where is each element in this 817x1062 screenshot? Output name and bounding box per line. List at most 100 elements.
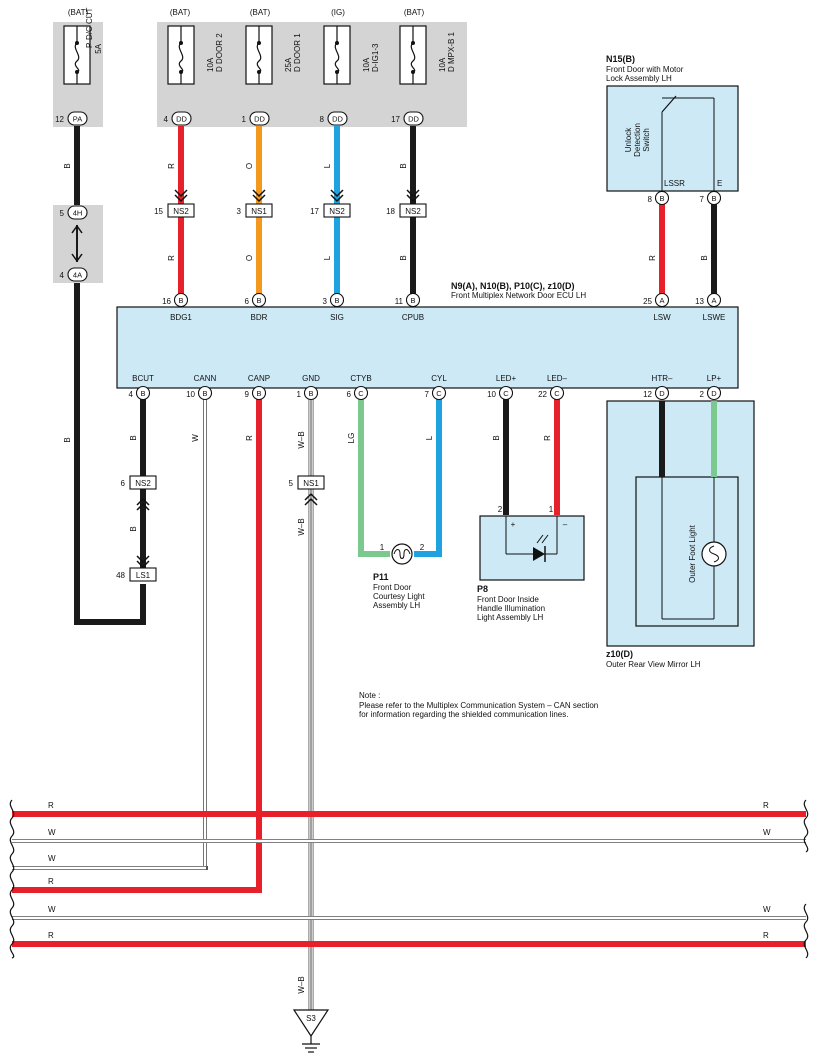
svg-text:W–B: W–B (297, 518, 306, 535)
pin-number: 12 (55, 115, 64, 124)
svg-text:5: 5 (60, 209, 65, 218)
svg-text:R: R (167, 255, 176, 261)
connector-4h: 4H 5 (60, 205, 88, 220)
inline-connectors-top: NS2 15 NS1 3 NS2 17 NS2 18 (154, 189, 427, 218)
fuse-source-label: (IG) (331, 8, 345, 17)
wire-pdc-cut (74, 126, 146, 625)
pin-number: 8 (320, 115, 325, 124)
svg-text:LSSR: LSSR (664, 179, 685, 188)
svg-text:S3: S3 (306, 1014, 316, 1023)
svg-text:B: B (178, 296, 183, 305)
bus-label-left: W (48, 854, 56, 863)
svg-text:B: B (63, 437, 72, 442)
bus-label-left: R (48, 801, 54, 810)
svg-text:R: R (648, 255, 657, 261)
svg-text:B: B (308, 389, 313, 398)
svg-text:1: 1 (549, 505, 554, 514)
svg-text:A: A (711, 296, 716, 305)
bus-label-left: W (48, 905, 56, 914)
svg-text:B: B (129, 526, 138, 531)
svg-text:–: – (563, 520, 568, 529)
svg-text:SIG: SIG (330, 313, 344, 322)
svg-text:NS1: NS1 (303, 479, 319, 488)
svg-text:B: B (492, 435, 501, 440)
svg-text:6: 6 (347, 390, 352, 399)
svg-text:7: 7 (425, 390, 430, 399)
svg-text:CANP: CANP (248, 374, 270, 383)
svg-text:3: 3 (237, 207, 242, 216)
fuse-rating: 25A (284, 57, 293, 72)
svg-text:B: B (256, 389, 261, 398)
svg-text:B: B (202, 389, 207, 398)
svg-text:+: + (511, 520, 516, 529)
break-marks-right (803, 799, 809, 959)
svg-text:18: 18 (386, 207, 395, 216)
fuse-source-label: (BAT) (250, 8, 271, 17)
fuse-pdc-cut: (BAT) 5A P-D/C CUT (63, 7, 103, 85)
svg-text:BCUT: BCUT (132, 374, 154, 383)
break-marks-left (9, 799, 15, 959)
svg-text:LS1: LS1 (136, 571, 151, 580)
pin-conn: DD (408, 115, 419, 124)
fuse-name: D-IG1-3 (371, 43, 380, 72)
n15-motor-lock-assembly: N15(B) Front Door with Motor Lock Assemb… (606, 54, 739, 206)
svg-text:D: D (659, 389, 665, 398)
pin-conn: DD (332, 115, 343, 124)
svg-text:Handle Illumination: Handle Illumination (477, 604, 545, 613)
svg-text:B: B (410, 296, 415, 305)
svg-text:8: 8 (648, 195, 653, 204)
svg-text:L: L (323, 163, 332, 168)
bus-lines (12, 811, 806, 947)
fuse-d-ig1-3: (IG) 10A D-IG1-3 (323, 8, 380, 85)
bus-label-left: W (48, 828, 56, 837)
svg-text:11: 11 (395, 297, 404, 306)
z10-id: z10(D) (606, 649, 633, 659)
fuse-rating: 10A (362, 57, 371, 72)
pin-number: 4 (164, 115, 169, 124)
svg-text:BDG1: BDG1 (170, 313, 192, 322)
ground-s3: S3 (292, 1009, 330, 1053)
pin-conn: DD (254, 115, 265, 124)
fuse-source-label: (BAT) (68, 8, 89, 17)
wire-canp (12, 398, 262, 893)
svg-text:B: B (129, 435, 138, 440)
note: Note : Please refer to the Multiplex Com… (359, 691, 598, 719)
svg-text:LG: LG (347, 433, 356, 444)
svg-text:L: L (425, 435, 434, 440)
svg-text:NS2: NS2 (135, 479, 151, 488)
svg-text:7: 7 (700, 195, 705, 204)
svg-text:Front Door: Front Door (373, 583, 412, 592)
svg-text:GND: GND (302, 374, 320, 383)
ecu-title: N9(A), N10(B), P10(C), z10(D) (451, 281, 575, 291)
fuse-name: D DOOR 1 (293, 33, 302, 72)
bus-label-right: R (763, 801, 769, 810)
svg-text:Unlock: Unlock (624, 127, 633, 152)
wire-ctyb (358, 398, 390, 557)
connector-4a: 4A 4 (60, 267, 88, 282)
p8-id: P8 (477, 584, 488, 594)
fuse-d-door-1: (BAT) 25A D DOOR 1 (245, 8, 302, 85)
svg-text:B: B (140, 389, 145, 398)
fuse-d-mpx-b-1: (BAT) 10A D MPX-B 1 (399, 8, 456, 85)
svg-text:4A: 4A (73, 271, 82, 280)
svg-text:6: 6 (245, 297, 250, 306)
svg-text:W: W (191, 434, 200, 442)
svg-text:12: 12 (643, 390, 652, 399)
svg-text:C: C (554, 389, 560, 398)
front-multiplex-network-door-ecu: N9(A), N10(B), P10(C), z10(D) Front Mult… (116, 281, 739, 401)
fuse-pins: PA 12 DD 4 DD 1 DD 8 DD 17 (55, 111, 424, 126)
svg-text:48: 48 (116, 571, 125, 580)
bus-label-left: R (48, 877, 54, 886)
svg-text:9: 9 (245, 390, 250, 399)
svg-text:W–B: W–B (297, 431, 306, 448)
svg-text:C: C (503, 389, 509, 398)
wire-cyl (414, 398, 442, 557)
svg-text:13: 13 (695, 297, 704, 306)
svg-text:16: 16 (162, 297, 171, 306)
svg-text:C: C (358, 389, 364, 398)
svg-text:B: B (63, 163, 72, 168)
svg-text:C: C (436, 389, 442, 398)
svg-text:R: R (245, 435, 254, 441)
svg-text:NS1: NS1 (251, 207, 267, 216)
